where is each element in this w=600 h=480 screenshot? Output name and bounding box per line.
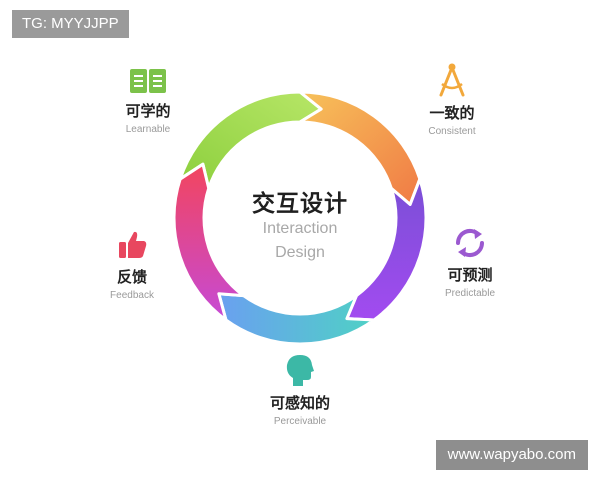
node-perceivable: 可感知的 Perceivable xyxy=(240,352,360,427)
center-subtitle-line2: Design xyxy=(275,244,325,261)
node-learnable-cn: 可学的 xyxy=(125,102,171,120)
node-consistent-cn: 一致的 xyxy=(429,104,475,122)
cycle-arrows-icon xyxy=(455,228,485,258)
compass-icon xyxy=(439,63,465,97)
ring-segment-feedback xyxy=(172,162,246,322)
head-profile-icon xyxy=(286,355,314,386)
node-predictable: 可预测 Predictable xyxy=(410,226,530,299)
node-learnable-en: Learnable xyxy=(125,124,171,135)
bottom-watermark: www.wapyabo.com xyxy=(435,440,588,470)
node-feedback-cn: 反馈 xyxy=(116,268,147,286)
node-consistent: 一致的 Consistent xyxy=(392,62,512,137)
thumbs-up-icon xyxy=(119,231,147,258)
node-perceivable-cn: 可感知的 xyxy=(269,394,330,412)
center-title: 交互设计 xyxy=(252,191,348,217)
node-learnable: 可学的 Learnable xyxy=(88,66,208,135)
open-book-icon xyxy=(130,69,166,93)
center-subtitle-line1: Interaction xyxy=(262,220,338,237)
ring-segment-perceivable xyxy=(217,292,376,346)
node-feedback: 反馈 Feedback xyxy=(72,228,192,301)
node-consistent-en: Consistent xyxy=(428,126,476,137)
node-predictable-cn: 可预测 xyxy=(447,266,493,284)
node-feedback-en: Feedback xyxy=(110,290,154,301)
node-perceivable-en: Perceivable xyxy=(273,416,327,427)
node-predictable-en: Predictable xyxy=(444,288,496,299)
top-watermark: TG: MYYJJPP xyxy=(12,10,129,38)
